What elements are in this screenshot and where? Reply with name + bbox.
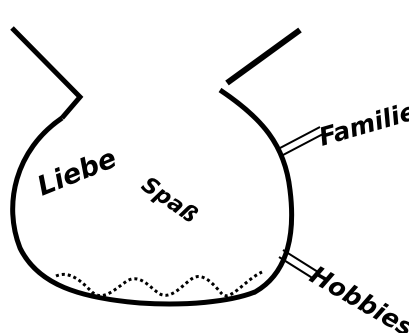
- connector-familie: [279, 126, 324, 156]
- vessel-right-rim: [225, 27, 302, 86]
- vessel-bowl-outline: [10, 87, 295, 307]
- liquid-level-wave: [55, 270, 263, 298]
- label-liebe: Liebe: [33, 143, 121, 203]
- label-spass: Spaß: [137, 172, 202, 228]
- vessel-left-neck: [10, 26, 84, 120]
- label-hobbies: Hobbies: [305, 260, 409, 333]
- connector-hobbies: [278, 249, 319, 280]
- label-familie: Familie: [316, 96, 409, 151]
